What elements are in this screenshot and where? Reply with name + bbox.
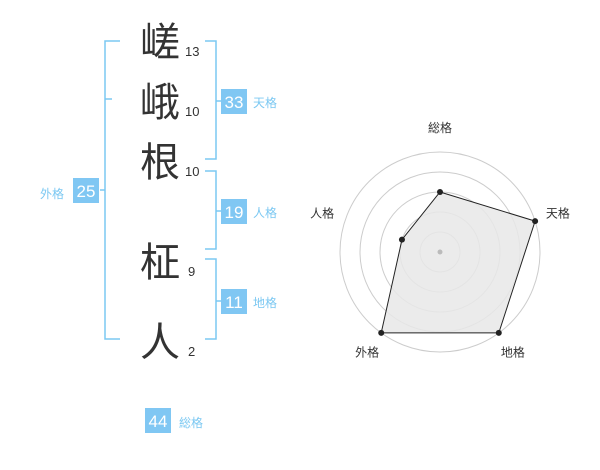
radar-point-3 — [495, 329, 502, 336]
name-characters: 嵯 13 峨 10 根 10 柾 9 人 2 — [140, 20, 199, 366]
stroke-count-5: 2 — [188, 344, 195, 359]
radar-axis-label-4: 外格 — [355, 344, 379, 359]
name-char-3: 根 — [140, 140, 180, 186]
jinkaku-bracket — [205, 170, 221, 250]
radar-point-4 — [378, 329, 385, 336]
radar-axis-label-3: 地格 — [501, 344, 525, 359]
name-char-2: 峨 — [140, 80, 180, 126]
jinkaku-badge: 19 人格 — [221, 199, 277, 224]
tenkaku-bracket — [205, 40, 221, 160]
tenkaku-value: 33 — [225, 93, 244, 112]
jinkaku-label: 人格 — [253, 205, 277, 220]
jinkaku-value: 19 — [225, 203, 244, 222]
chikaku-label: 地格 — [253, 295, 277, 310]
stroke-count-4: 9 — [188, 264, 195, 279]
radar-points — [378, 189, 539, 336]
gaikaku-badge: 外格 25 — [40, 178, 99, 203]
radar-axis-label-2: 天格 — [546, 206, 570, 221]
chikaku-badge: 11 地格 — [221, 289, 277, 314]
gaikaku-value: 25 — [77, 182, 96, 201]
radar-point-5 — [398, 236, 405, 243]
chikaku-bracket — [205, 258, 221, 340]
name-char-1: 嵯 — [140, 20, 180, 66]
gaikaku-label: 外格 — [40, 186, 64, 201]
radar-point-2 — [532, 218, 539, 225]
radar-axis-label-5: 人格 — [310, 206, 334, 221]
brackets — [100, 40, 221, 340]
stroke-count-1: 13 — [185, 44, 199, 59]
radar-point-1 — [437, 189, 443, 195]
radar-center-dot — [437, 249, 443, 255]
name-char-5: 人 — [140, 320, 180, 366]
radar-axis-label-1: 総格 — [428, 120, 452, 135]
name-char-4: 柾 — [140, 240, 180, 286]
stroke-count-2: 10 — [185, 104, 199, 119]
stroke-count-3: 10 — [185, 164, 199, 179]
chikaku-value: 11 — [225, 293, 243, 312]
soukaku-label: 総格 — [179, 415, 203, 430]
soukaku-badge: 44 総格 — [145, 408, 203, 433]
radar-grid-ring-5 — [339, 151, 541, 353]
soukaku-value: 44 — [149, 412, 168, 431]
gaikaku-bracket — [100, 40, 120, 340]
tenkaku-label: 天格 — [253, 95, 277, 110]
tenkaku-badge: 33 天格 — [221, 89, 277, 114]
radar-area — [380, 191, 536, 334]
